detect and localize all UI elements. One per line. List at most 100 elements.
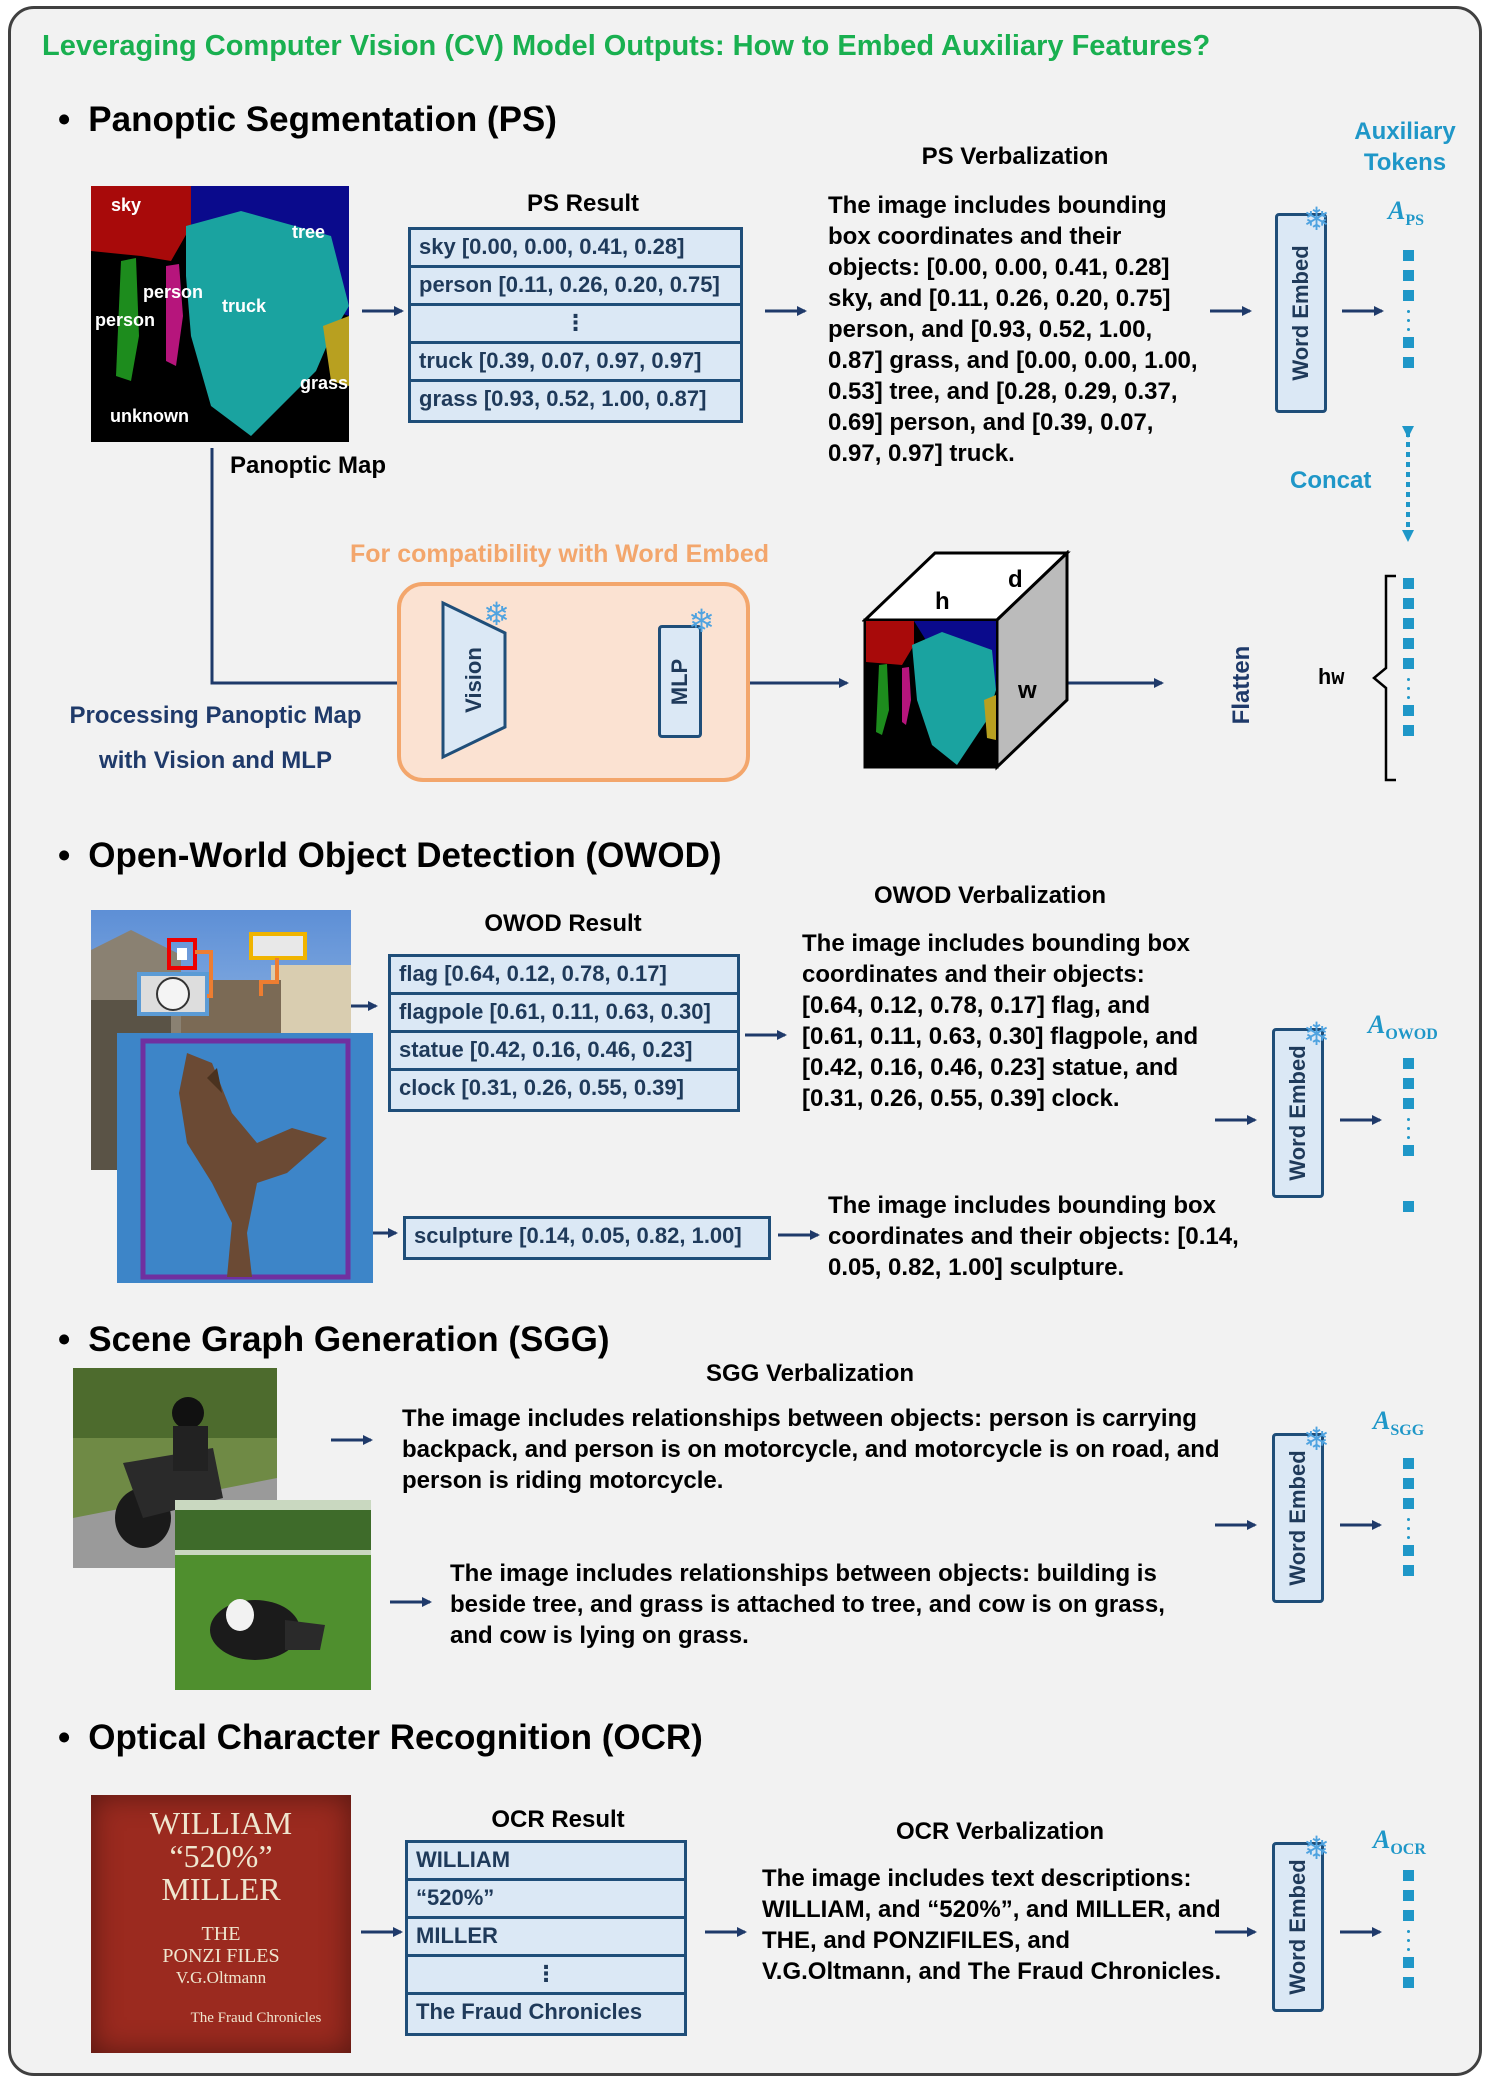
- word-embed-block: Word Embed: [1272, 1433, 1324, 1603]
- ps-label-person: person: [95, 310, 156, 330]
- ocr-result-row: MILLER: [408, 1919, 684, 1957]
- book-line: “520%”: [169, 1838, 273, 1874]
- owod-heading: •Open-World Object Detection (OWOD): [58, 836, 722, 876]
- ps-label-sky: sky: [111, 195, 142, 215]
- sgg-token-column: [1403, 1458, 1414, 1585]
- ps-heading-text: Panoptic Segmentation (PS): [88, 100, 557, 139]
- owod-result-row: flag [0.64, 0.12, 0.78, 0.17]: [391, 957, 737, 995]
- compat-label: For compatibility with Word Embed: [350, 540, 769, 568]
- sgg-verb-caption: SGG Verbalization: [705, 1360, 915, 1387]
- ps-result-row: grass [0.93, 0.52, 1.00, 0.87]: [419, 386, 707, 411]
- aux-ocr-label: AOCR: [1373, 1825, 1426, 1859]
- word-embed-label: Word Embed: [1285, 1450, 1310, 1586]
- aux-ps-label: APS: [1388, 196, 1424, 230]
- owod-sculpture-box: sculpture [0.14, 0.05, 0.82, 1.00]: [403, 1216, 771, 1260]
- ocr-result-row: “520%”: [408, 1881, 684, 1919]
- vision-encoder: [441, 600, 507, 760]
- owod-result-row: flagpole [0.61, 0.11, 0.63, 0.30]: [391, 995, 737, 1033]
- book-line: THE: [201, 1923, 241, 1945]
- owod-verb-caption: OWOD Verbalization: [873, 882, 1107, 909]
- sgg-cow-image: [175, 1500, 371, 1690]
- word-embed-block: Word Embed: [1272, 1028, 1324, 1198]
- owod-result-caption: OWOD Result: [484, 910, 642, 937]
- owod-sculpture-row: sculpture [0.14, 0.05, 0.82, 1.00]: [414, 1223, 742, 1248]
- ocr-result-row: ⋮: [408, 1957, 684, 1995]
- book-line: WILLIAM: [149, 1805, 293, 1841]
- ps-label-tree: tree: [292, 222, 326, 242]
- ocr-result-box: WILLIAM “520%” MILLER ⋮ The Fraud Chroni…: [405, 1840, 687, 2036]
- processing-line: with Vision and MLP: [99, 747, 332, 774]
- snowflake-icon: ❄: [1303, 1830, 1330, 1866]
- owod-token-column: [1403, 1058, 1414, 1221]
- ps-result-caption: PS Result: [526, 190, 640, 217]
- owod-result-row: statue [0.42, 0.16, 0.46, 0.23]: [391, 1033, 737, 1071]
- book-subtitle: THE PONZI FILES V.G.Oltmann: [91, 1923, 351, 1989]
- ps-result-row: person [0.11, 0.26, 0.20, 0.75]: [411, 268, 740, 306]
- word-embed-label: Word Embed: [1285, 1859, 1310, 1995]
- ps-heading: • Panoptic Segmentation (PS): [58, 100, 557, 140]
- cube-d: d: [1008, 566, 1023, 593]
- aux-sub: SGG: [1390, 1422, 1425, 1440]
- book-line: V.G.Oltmann: [175, 1968, 267, 1987]
- word-embed-label: Word Embed: [1288, 245, 1313, 381]
- ps-label-grass: grass: [300, 373, 349, 393]
- page-title: Leveraging Computer Vision (CV) Model Ou…: [42, 30, 1211, 62]
- mlp-block: MLP: [658, 625, 702, 738]
- ocr-heading: •Optical Character Recognition (OCR): [58, 1718, 703, 1758]
- bullet: •: [58, 100, 71, 139]
- sgg-heading-text: Scene Graph Generation (SGG): [88, 1320, 610, 1359]
- aux-sub: PS: [1405, 212, 1425, 230]
- snowflake-icon: ❄: [1303, 1421, 1330, 1457]
- panoptic-map-image: [91, 186, 349, 442]
- arrow-ps-processing: [210, 448, 443, 688]
- processing-label: Processing Panoptic Map with Vision and …: [58, 693, 373, 783]
- aux-symbol: A: [1373, 1825, 1391, 1854]
- ocr-verb-caption: OCR Verbalization: [895, 1818, 1105, 1845]
- owod-sculpture-image: [117, 1033, 373, 1283]
- aux-owod-label: AOWOD: [1368, 1010, 1438, 1044]
- ps-verb-text: The image includes bounding box coordina…: [828, 192, 1198, 467]
- ocr-verb-text: The image includes text descriptions: WI…: [762, 1865, 1222, 1985]
- cube-h: h: [935, 588, 950, 615]
- ps-token-column: [1403, 250, 1414, 377]
- book-series: The Fraud Chronicles: [190, 2010, 322, 2026]
- ocr-result-row: WILLIAM: [408, 1843, 684, 1881]
- feature-cube: [862, 550, 1071, 771]
- ps-result-row: sky [0.00, 0.00, 0.41, 0.28]: [411, 230, 740, 268]
- snowflake-icon: ❄: [483, 596, 510, 632]
- hw-brace: [1372, 574, 1396, 782]
- aux-sub: OWOD: [1385, 1026, 1438, 1044]
- bullet: •: [58, 836, 71, 875]
- ps-label-truck: truck: [222, 296, 267, 316]
- snowflake-icon: ❄: [688, 603, 715, 639]
- sgg-verb-text2: The image includes relationships between…: [450, 1560, 1165, 1649]
- ps-result-box: sky [0.00, 0.00, 0.41, 0.28] person [0.1…: [408, 227, 743, 423]
- aux-sub: OCR: [1390, 1841, 1426, 1859]
- word-embed-block: Word Embed: [1272, 1842, 1324, 2012]
- snowflake-icon: ❄: [1303, 1016, 1330, 1052]
- flatten-wrap: Flatten: [1222, 640, 1262, 730]
- aux-tokens-label: Auxiliary Tokens: [1354, 118, 1456, 176]
- ps-result-row: ⋮: [411, 306, 740, 344]
- concat-label: Concat: [1290, 467, 1372, 494]
- ocr-result-caption: OCR Result: [491, 1806, 625, 1833]
- bullet: •: [58, 1718, 71, 1757]
- owod-result-box: flag [0.64, 0.12, 0.78, 0.17] flagpole […: [388, 954, 740, 1112]
- aux-symbol: A: [1388, 196, 1406, 225]
- owod-verb-text: The image includes bounding box coordina…: [802, 930, 1199, 1112]
- sgg-verb-text: The image includes relationships between…: [402, 1405, 1220, 1494]
- flatten-label: Flatten: [1228, 645, 1255, 725]
- cube-w: w: [1018, 677, 1037, 704]
- hw-label: hw: [1318, 666, 1345, 691]
- ps-verb-caption: PS Verbalization: [921, 143, 1109, 170]
- book-title: WILLIAM “520%” MILLER: [91, 1807, 351, 1906]
- owod-verb-text2: The image includes bounding box coordina…: [828, 1192, 1239, 1281]
- ps-label-person: person: [143, 282, 204, 302]
- word-embed-label: Word Embed: [1285, 1045, 1310, 1181]
- owod-result-row: clock [0.31, 0.26, 0.55, 0.39]: [399, 1075, 684, 1100]
- ps-label-unknown: unknown: [110, 406, 189, 426]
- ps-result-row: truck [0.39, 0.07, 0.97, 0.97]: [411, 344, 740, 382]
- book-line: MILLER: [161, 1871, 281, 1907]
- mlp-label: MLP: [667, 658, 692, 705]
- vision-label: Vision: [461, 647, 486, 713]
